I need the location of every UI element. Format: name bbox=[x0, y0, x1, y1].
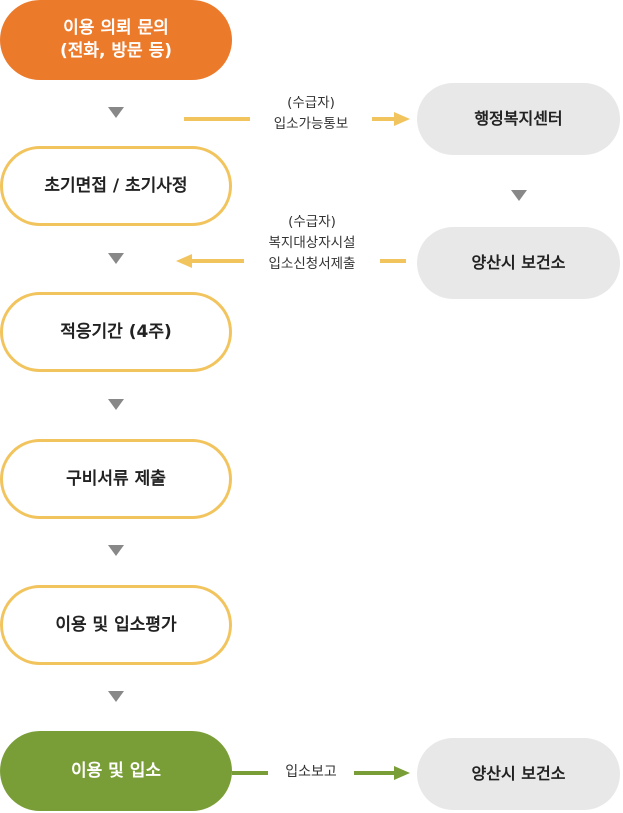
step-admission: 이용 및 입소 bbox=[0, 731, 232, 811]
side-box-health-center-report: 양산시 보건소 bbox=[417, 738, 620, 810]
side-box-welfare-center: 행정복지센터 bbox=[417, 83, 620, 155]
step-inquiry: 이용 의뢰 문의 (전화, 방문 등) bbox=[0, 0, 232, 80]
step-adaptation-period: 적응기간 (4주) bbox=[0, 292, 232, 372]
arrow-head-left-icon bbox=[176, 254, 192, 268]
down-arrow-icon bbox=[108, 253, 124, 264]
down-arrow-icon bbox=[511, 190, 527, 201]
down-arrow-icon bbox=[108, 107, 124, 118]
arrow-head-right-icon bbox=[394, 766, 410, 780]
down-arrow-icon bbox=[108, 545, 124, 556]
arrow-label-notification: (수급자) 입소가능통보 bbox=[273, 95, 349, 132]
down-arrow-icon bbox=[108, 691, 124, 702]
arrow-label-report: 입소보고 bbox=[268, 762, 354, 784]
arrow-head-right-icon bbox=[394, 112, 410, 126]
side-box-health-center: 양산시 보건소 bbox=[417, 227, 620, 299]
down-arrow-icon bbox=[108, 399, 124, 410]
step-initial-interview: 초기면접 / 초기사정 bbox=[0, 146, 232, 226]
step-submit-documents: 구비서류 제출 bbox=[0, 439, 232, 519]
step-evaluation: 이용 및 입소평가 bbox=[0, 585, 232, 665]
arrow-label-application: (수급자) 복지대상자시설 입소신청서제출 bbox=[268, 214, 356, 272]
